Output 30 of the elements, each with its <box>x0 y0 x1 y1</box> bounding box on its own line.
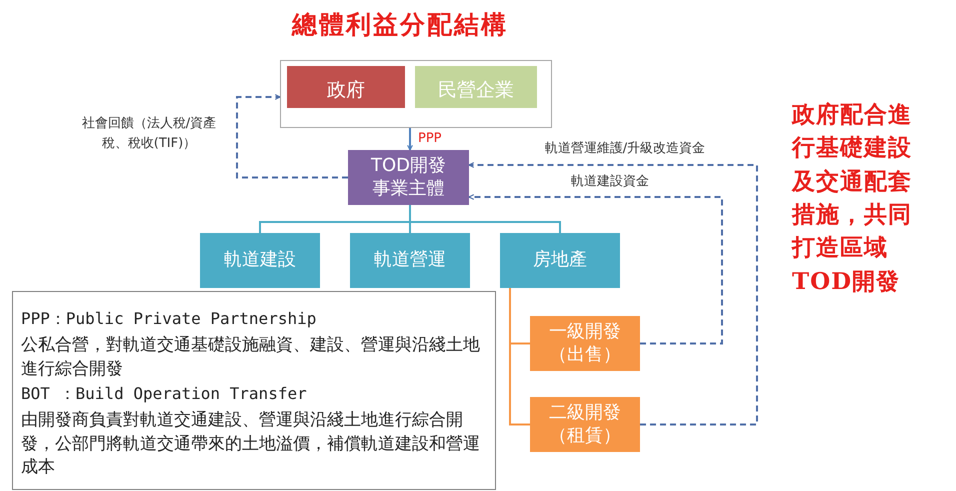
node-label: 軌道建設 <box>223 249 297 272</box>
definition-text: 公私合營，對軌道交通基礎設施融資、建設、營運與沿綫土地進行綜合開發 <box>21 334 481 381</box>
definition-term: BOT ：Build Operation Transfer <box>21 382 308 405</box>
arrow <box>468 194 723 344</box>
node-label: 房地產 <box>532 249 588 272</box>
arrow <box>236 94 348 178</box>
process-box <box>500 233 620 288</box>
definition-term: PPP：Public Private Partnership <box>21 308 318 330</box>
process-box <box>348 150 469 205</box>
definition-text: 由開發商負責對軌道交通建設、營運與沿綫土地進行綜合開發，公部門將軌道交通帶來的土地溢價，補償軌道建設和營運成本 <box>21 409 481 479</box>
connector-line <box>409 205 561 233</box>
node-label: TOD開發事業主體 <box>370 155 448 200</box>
arrow <box>468 162 758 426</box>
process-box <box>530 316 640 371</box>
process-box <box>350 233 470 288</box>
process-box <box>415 66 537 108</box>
process-box <box>200 233 320 288</box>
note-text: 政府配合進行基礎建設及交通配套措施，共同打造區域TOD開發 <box>792 100 913 297</box>
node-label: 民營企業 <box>437 79 515 103</box>
arrow <box>407 128 413 151</box>
group-box <box>280 60 552 128</box>
node-label: 政府 <box>326 79 366 103</box>
node-label: 軌道營運 <box>373 249 447 272</box>
process-box <box>530 397 640 452</box>
process-box <box>287 66 405 108</box>
node-label: 一級開發（出售） <box>548 321 622 366</box>
node-label: 二級開發（租賃） <box>548 402 622 447</box>
title: 總體利益分配結構 <box>290 9 509 41</box>
connector-line <box>509 288 530 426</box>
note-box <box>12 291 496 490</box>
